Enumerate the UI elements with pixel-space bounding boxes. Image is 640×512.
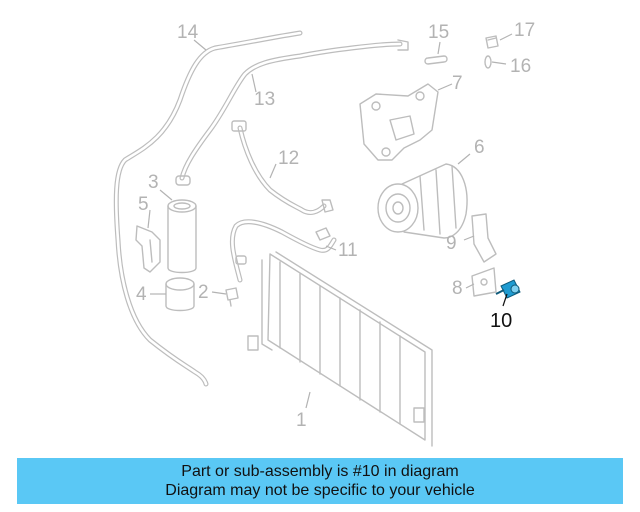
- leader-lines: [147, 33, 513, 409]
- hose-11: [229, 219, 337, 283]
- condenser-1: [247, 251, 433, 447]
- o-ring-16: [484, 55, 492, 69]
- callout-9: 9: [446, 233, 457, 254]
- bracket-8: [471, 267, 497, 297]
- callout-1: 1: [296, 410, 307, 431]
- callout-11: 11: [338, 240, 358, 261]
- callout-10-highlighted: 10: [490, 310, 512, 332]
- callout-12: 12: [278, 148, 299, 169]
- callout-13: 13: [254, 89, 275, 110]
- callout-15: 15: [428, 22, 449, 43]
- hose-12: [231, 120, 334, 216]
- bracket-9: [471, 213, 497, 263]
- fitting-15: [424, 55, 448, 65]
- callout-6: 6: [474, 137, 485, 158]
- callout-8: 8: [452, 278, 463, 299]
- info-banner: Part or sub-assembly is #10 in diagram D…: [17, 458, 623, 504]
- cap-17: [485, 35, 499, 49]
- callout-5: 5: [138, 194, 149, 215]
- banner-line-1: Part or sub-assembly is #10 in diagram: [181, 463, 459, 480]
- hose-14: [113, 30, 303, 387]
- receiver-drier-3: [167, 199, 197, 274]
- bracket-5: [135, 225, 161, 273]
- hose-13: [175, 39, 409, 186]
- callout-14: 14: [177, 22, 199, 43]
- clamp-4: [165, 277, 195, 312]
- callout-7: 7: [452, 73, 463, 94]
- callout-16: 16: [510, 56, 531, 77]
- callout-2: 2: [198, 282, 209, 303]
- compressor-6: [377, 163, 468, 239]
- fitting-2: [225, 287, 239, 307]
- compressor-bracket-7: [359, 83, 439, 161]
- banner-line-2: Diagram may not be specific to your vehi…: [165, 482, 475, 499]
- callout-17: 17: [514, 20, 535, 41]
- callout-4: 4: [136, 284, 147, 305]
- callout-numbers: 1 2 3 4 5 6 7 8 9 11 13 14 15 16 17 12 1…: [136, 20, 535, 431]
- bolt-10-highlighted: [495, 279, 521, 299]
- callout-3: 3: [148, 172, 159, 193]
